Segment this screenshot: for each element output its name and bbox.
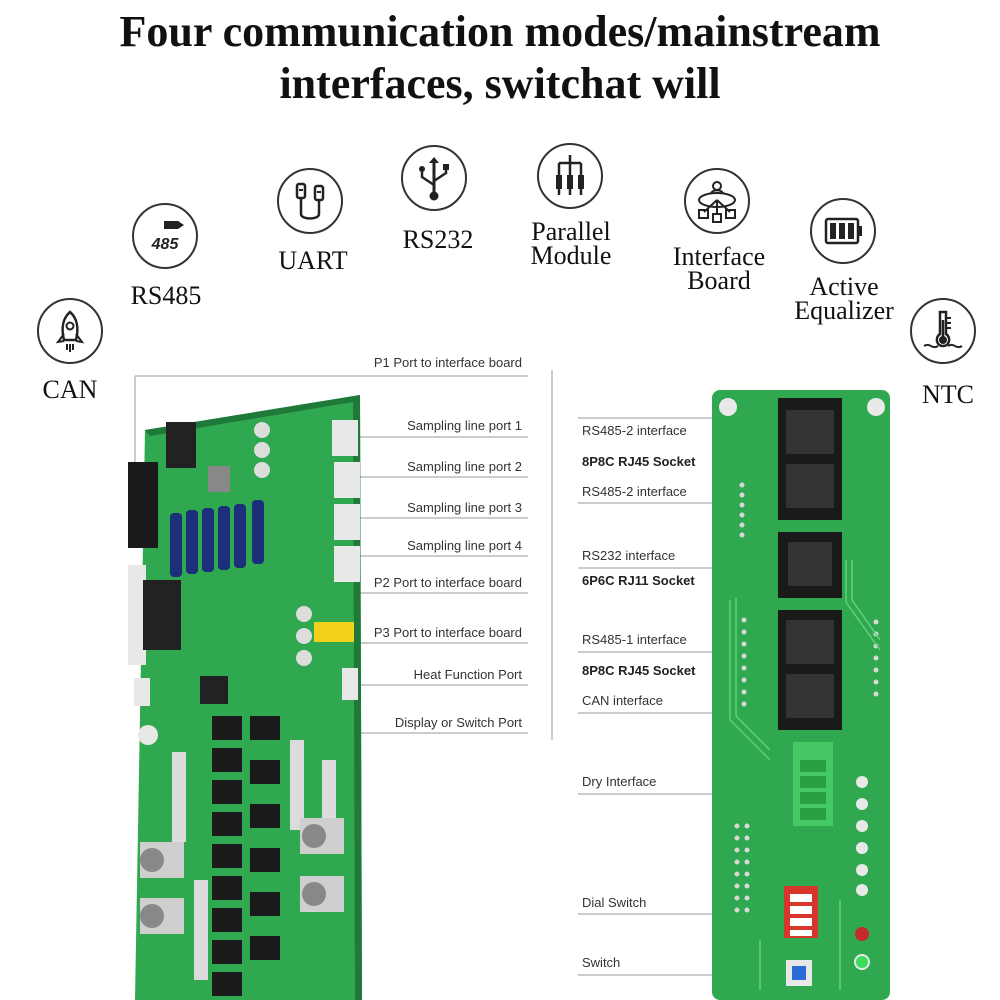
label-rs232: RS232 interface [582,548,676,563]
parallel-module-icon [537,143,603,209]
parallel-label-line-2: Module [530,241,612,270]
can-label: CAN [42,375,98,404]
label-p2-port: P2 Port to interface board [373,575,522,590]
interface-board-label: Interface Board [639,242,799,295]
label-rj45-socket-top: 8P8C RJ45 Socket [582,454,696,469]
label-rs485-2-bottom: RS485-2 interface [582,484,687,499]
svg-text:485: 485 [151,236,180,253]
interface-board [712,390,890,1000]
cable-plug-icon [277,168,343,234]
label-sampling-port-2: Sampling line port 2 [407,459,522,474]
page-title: Four communication modes/mainstream inte… [0,6,1000,110]
label-dial-switch: Dial Switch [582,895,647,910]
rs485-label: RS485 [130,281,202,310]
label-rj45-socket-bottom: 8P8C RJ45 Socket [582,663,696,678]
network-hub-icon [684,168,750,234]
label-sampling-port-3: Sampling line port 3 [407,500,522,515]
label-p1-port: P1 Port to interface board [373,355,522,370]
interface-label-line-2: Board [687,266,751,295]
title-line-2: interfaces, switchat will [279,59,721,108]
title-line-1: Four communication modes/mainstream [119,7,881,56]
label-p3-port: P3 Port to interface board [373,625,522,640]
label-display-port: Display or Switch Port [394,715,522,730]
equalizer-label-line-1: Active [809,272,879,301]
parallel-module-label: Parallel Module [491,217,651,270]
battery-cells-icon [810,198,876,264]
parallel-label-line-1: Parallel [531,217,611,246]
rs485-cable-icon: 485 [132,203,198,269]
bms-main-board [128,395,362,1000]
label-rs485-2-top: RS485-2 interface [582,423,687,438]
label-switch: Switch [582,955,621,970]
label-rs485-1: RS485-1 interface [582,632,687,647]
label-sampling-port-4: Sampling line port 4 [407,538,522,553]
label-can-interface: CAN interface [582,693,663,708]
rocket-icon [37,298,103,364]
label-heat-port: Heat Function Port [413,667,522,682]
label-dry-interface: Dry Interface [582,774,657,789]
uart-label: UART [278,246,348,275]
terminal-screws [140,818,344,934]
label-sampling-port-1: Sampling line port 1 [407,418,522,433]
label-rj11-socket: 6P6C RJ11 Socket [582,573,695,588]
interface-label-line-1: Interface [672,242,766,271]
thermometer-icon [910,298,976,364]
equalizer-label-line-2: Equalizer [794,296,894,325]
rs232-label: RS232 [402,225,474,254]
left-callout-lines [134,370,553,740]
ntc-label: NTC [922,380,974,409]
active-equalizer-label: Active Equalizer [764,272,924,325]
usb-icon [401,145,467,211]
